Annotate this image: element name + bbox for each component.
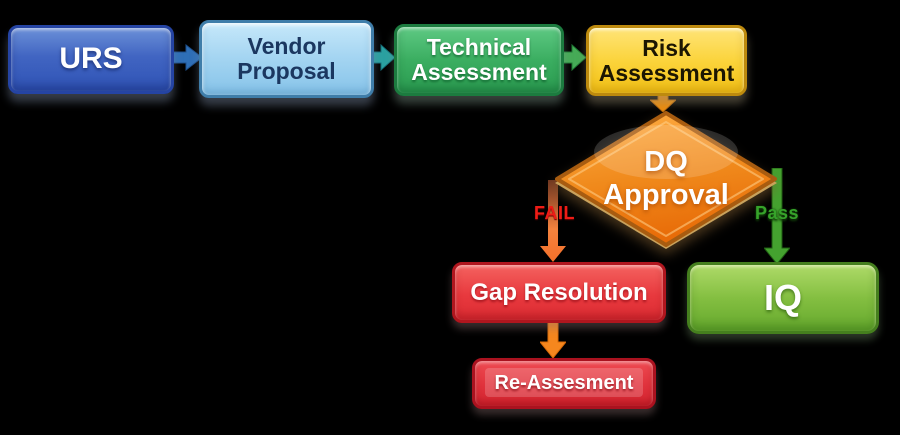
- node-gap-resolution-label: Gap Resolution: [470, 278, 648, 306]
- pass-edge-label: Pass: [755, 203, 800, 223]
- node-risk-assessment-label: Risk Assessment: [598, 34, 735, 86]
- gap-to-reassesment-arrow: [540, 317, 566, 358]
- node-dq-approval-label: DQ Approval: [603, 145, 729, 211]
- node-vendor-proposal-label: Vendor Proposal: [237, 33, 336, 84]
- node-re-assesment: Re-Assesment: [472, 358, 656, 409]
- node-urs-label: URS: [59, 42, 123, 76]
- node-technical-assessment-label: Technical Assessment: [411, 34, 547, 85]
- fail-edge-label: FAIL: [534, 203, 575, 223]
- dq-pass-arrow: [764, 168, 790, 264]
- node-re-assesment-label: Re-Assesment: [494, 371, 634, 394]
- node-iq-label: IQ: [763, 276, 802, 318]
- node-dq-approval: [551, 106, 781, 252]
- re-assesment-highlight-band: [485, 368, 643, 397]
- node-technical-assessment: Technical Assessment: [394, 24, 564, 96]
- node-gap-resolution: Gap Resolution: [452, 262, 666, 323]
- node-vendor-proposal: Vendor Proposal: [199, 20, 374, 98]
- node-urs: URS: [8, 25, 174, 94]
- dq-fail-arrow: [540, 180, 566, 262]
- dq-diamond-shape: [555, 111, 777, 249]
- node-risk-assessment: Risk Assessment: [586, 25, 747, 96]
- node-iq: IQ: [687, 262, 879, 334]
